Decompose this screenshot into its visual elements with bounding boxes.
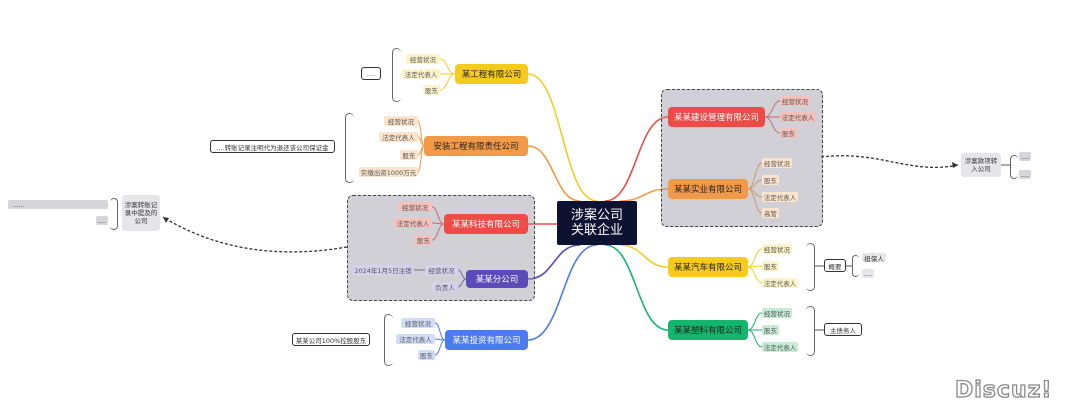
touzi-leaf-3[interactable]: 股东 <box>418 350 435 360</box>
touzi-note[interactable]: 某某公司100%控股股东 <box>292 333 370 346</box>
qiche-sub-1[interactable]: 担保人 <box>862 253 886 263</box>
anzhuang-brace <box>345 113 354 183</box>
touzi-brace <box>384 314 393 366</box>
branch-shiye <box>619 188 669 202</box>
left-group-item-2[interactable]: .... <box>96 216 108 225</box>
company-qiche[interactable]: 某某汽车有限公司 <box>668 257 748 277</box>
leaf-connector <box>747 312 763 331</box>
left-group-item-1[interactable]: ...... <box>8 200 108 209</box>
leaf-connector <box>434 339 446 356</box>
branch-jianshe <box>604 116 669 202</box>
branch-gongcheng <box>527 73 598 202</box>
suliao-leaf-3[interactable]: 法定代表人 <box>762 342 798 352</box>
fengongsi-leaf-1[interactable]: 经营状况 <box>425 265 458 275</box>
qiche-sub-2[interactable]: .... <box>862 269 874 278</box>
company-anzhuang[interactable]: 安装工程有限责任公司 <box>424 136 528 156</box>
leaf-connector <box>747 162 763 190</box>
company-suliao[interactable]: 某某塑料有限公司 <box>668 320 748 340</box>
suliao-leaf-2[interactable]: 股东 <box>762 325 779 335</box>
leaf-connector <box>417 145 425 173</box>
fengongsi-note[interactable]: 2024年1月5日注销 <box>352 265 414 275</box>
company-fengongsi[interactable]: 某某分公司 <box>466 270 528 288</box>
leaf-connector <box>431 223 445 241</box>
jianshe-leaf-2[interactable]: 法定代表人 <box>780 112 816 122</box>
leaf-connector <box>747 266 763 284</box>
suliao-brace <box>806 306 815 356</box>
branch-anzhuang <box>527 145 581 202</box>
qiche-leaf-3[interactable]: 法定代表人 <box>762 278 798 288</box>
branch-suliao <box>604 244 669 331</box>
arrowhead-right <box>952 162 958 168</box>
right-group-label[interactable]: 涉案款项转入公司 <box>961 153 1001 177</box>
qiche-brace <box>806 243 815 291</box>
fengongsi-leaf-2[interactable]: 负责人 <box>432 282 458 292</box>
shiye-leaf-4[interactable]: 高管 <box>762 208 779 218</box>
company-jianshe[interactable]: 某某建设管理有限公司 <box>668 107 765 127</box>
branch-fengongsi <box>527 244 581 280</box>
right-group-item-1[interactable]: .... <box>1019 152 1031 161</box>
watermark-text: Discuz! <box>954 377 1053 403</box>
suliao-note[interactable]: 主债务人 <box>824 323 862 336</box>
leaf-connector <box>439 73 456 91</box>
qiche-leaf-2[interactable]: 股东 <box>762 261 779 271</box>
gongcheng-brace <box>392 48 401 102</box>
keji-leaf-2[interactable]: 法定代表人 <box>394 218 432 228</box>
shiye-leaf-1[interactable]: 经营状况 <box>762 158 792 168</box>
leaf-connector <box>434 322 446 341</box>
anzhuang-leaf-1[interactable]: 经营状况 <box>384 116 418 126</box>
company-gongcheng[interactable]: 某工程有限公司 <box>455 64 528 84</box>
qiche-sub-brace <box>852 255 859 277</box>
jianshe-leaf-3[interactable]: 股东 <box>780 128 797 138</box>
shiye-leaf-3[interactable]: 法定代表人 <box>762 192 798 202</box>
touzi-leaf-2[interactable]: 法定代表人 <box>396 334 435 344</box>
root-line2: 关联企业 <box>570 223 623 238</box>
arrowhead-left <box>163 217 169 223</box>
shiye-leaf-2[interactable]: 股东 <box>762 175 779 185</box>
leaf-connector <box>747 329 763 348</box>
gongcheng-leaf-3[interactable]: 股东 <box>423 85 440 95</box>
company-touzi[interactable]: 某某投资有限公司 <box>445 330 528 350</box>
anzhuang-leaf-3[interactable]: 股东 <box>400 150 418 160</box>
touzi-leaf-1[interactable]: 经营状况 <box>401 318 435 328</box>
company-shiye[interactable]: 某某实业有限公司 <box>668 179 748 199</box>
anzhuang-leaf-4[interactable]: 实缴出资1000万元 <box>359 167 418 177</box>
anzhuang-leaf-2[interactable]: 法定代表人 <box>379 132 418 142</box>
left-group-brace <box>110 198 118 230</box>
leaf-connector <box>457 278 467 288</box>
root-line1: 涉案公司 <box>570 208 623 223</box>
right-group-item-2[interactable]: .... <box>1019 170 1031 179</box>
keji-leaf-1[interactable]: 经营状况 <box>398 202 432 212</box>
gongcheng-leaf-1[interactable]: 经营状况 <box>406 54 440 64</box>
leaf-connector <box>747 188 763 214</box>
right-group-brace <box>1010 155 1018 179</box>
qiche-leaf-1[interactable]: 经营状况 <box>762 244 792 254</box>
branch-qiche <box>619 244 669 268</box>
leaf-connector <box>439 58 456 75</box>
left-group-label[interactable]: 涉案转账记录中提及的公司 <box>122 195 160 231</box>
branch-touzi <box>527 244 598 341</box>
keji-leaf-3[interactable]: 股东 <box>415 235 432 245</box>
qiche-note[interactable]: 概要 <box>824 259 846 272</box>
root-node[interactable]: 涉案公司 关联企业 <box>557 201 637 245</box>
anzhuang-note[interactable]: ....转账记录注明代为退还该公司保证金 <box>210 140 335 153</box>
suliao-leaf-1[interactable]: 经营状况 <box>762 308 792 318</box>
leaf-connector <box>764 116 781 134</box>
dashed-link-right <box>820 155 959 169</box>
leaf-connector <box>747 248 763 268</box>
gongcheng-leaf-2[interactable]: 法定代表人 <box>402 69 440 79</box>
gongcheng-note[interactable]: .... <box>361 67 381 80</box>
company-keji[interactable]: 某某科技有限公司 <box>444 214 528 234</box>
jianshe-leaf-1[interactable]: 经营状况 <box>780 96 810 106</box>
dashed-link-left <box>162 216 348 253</box>
